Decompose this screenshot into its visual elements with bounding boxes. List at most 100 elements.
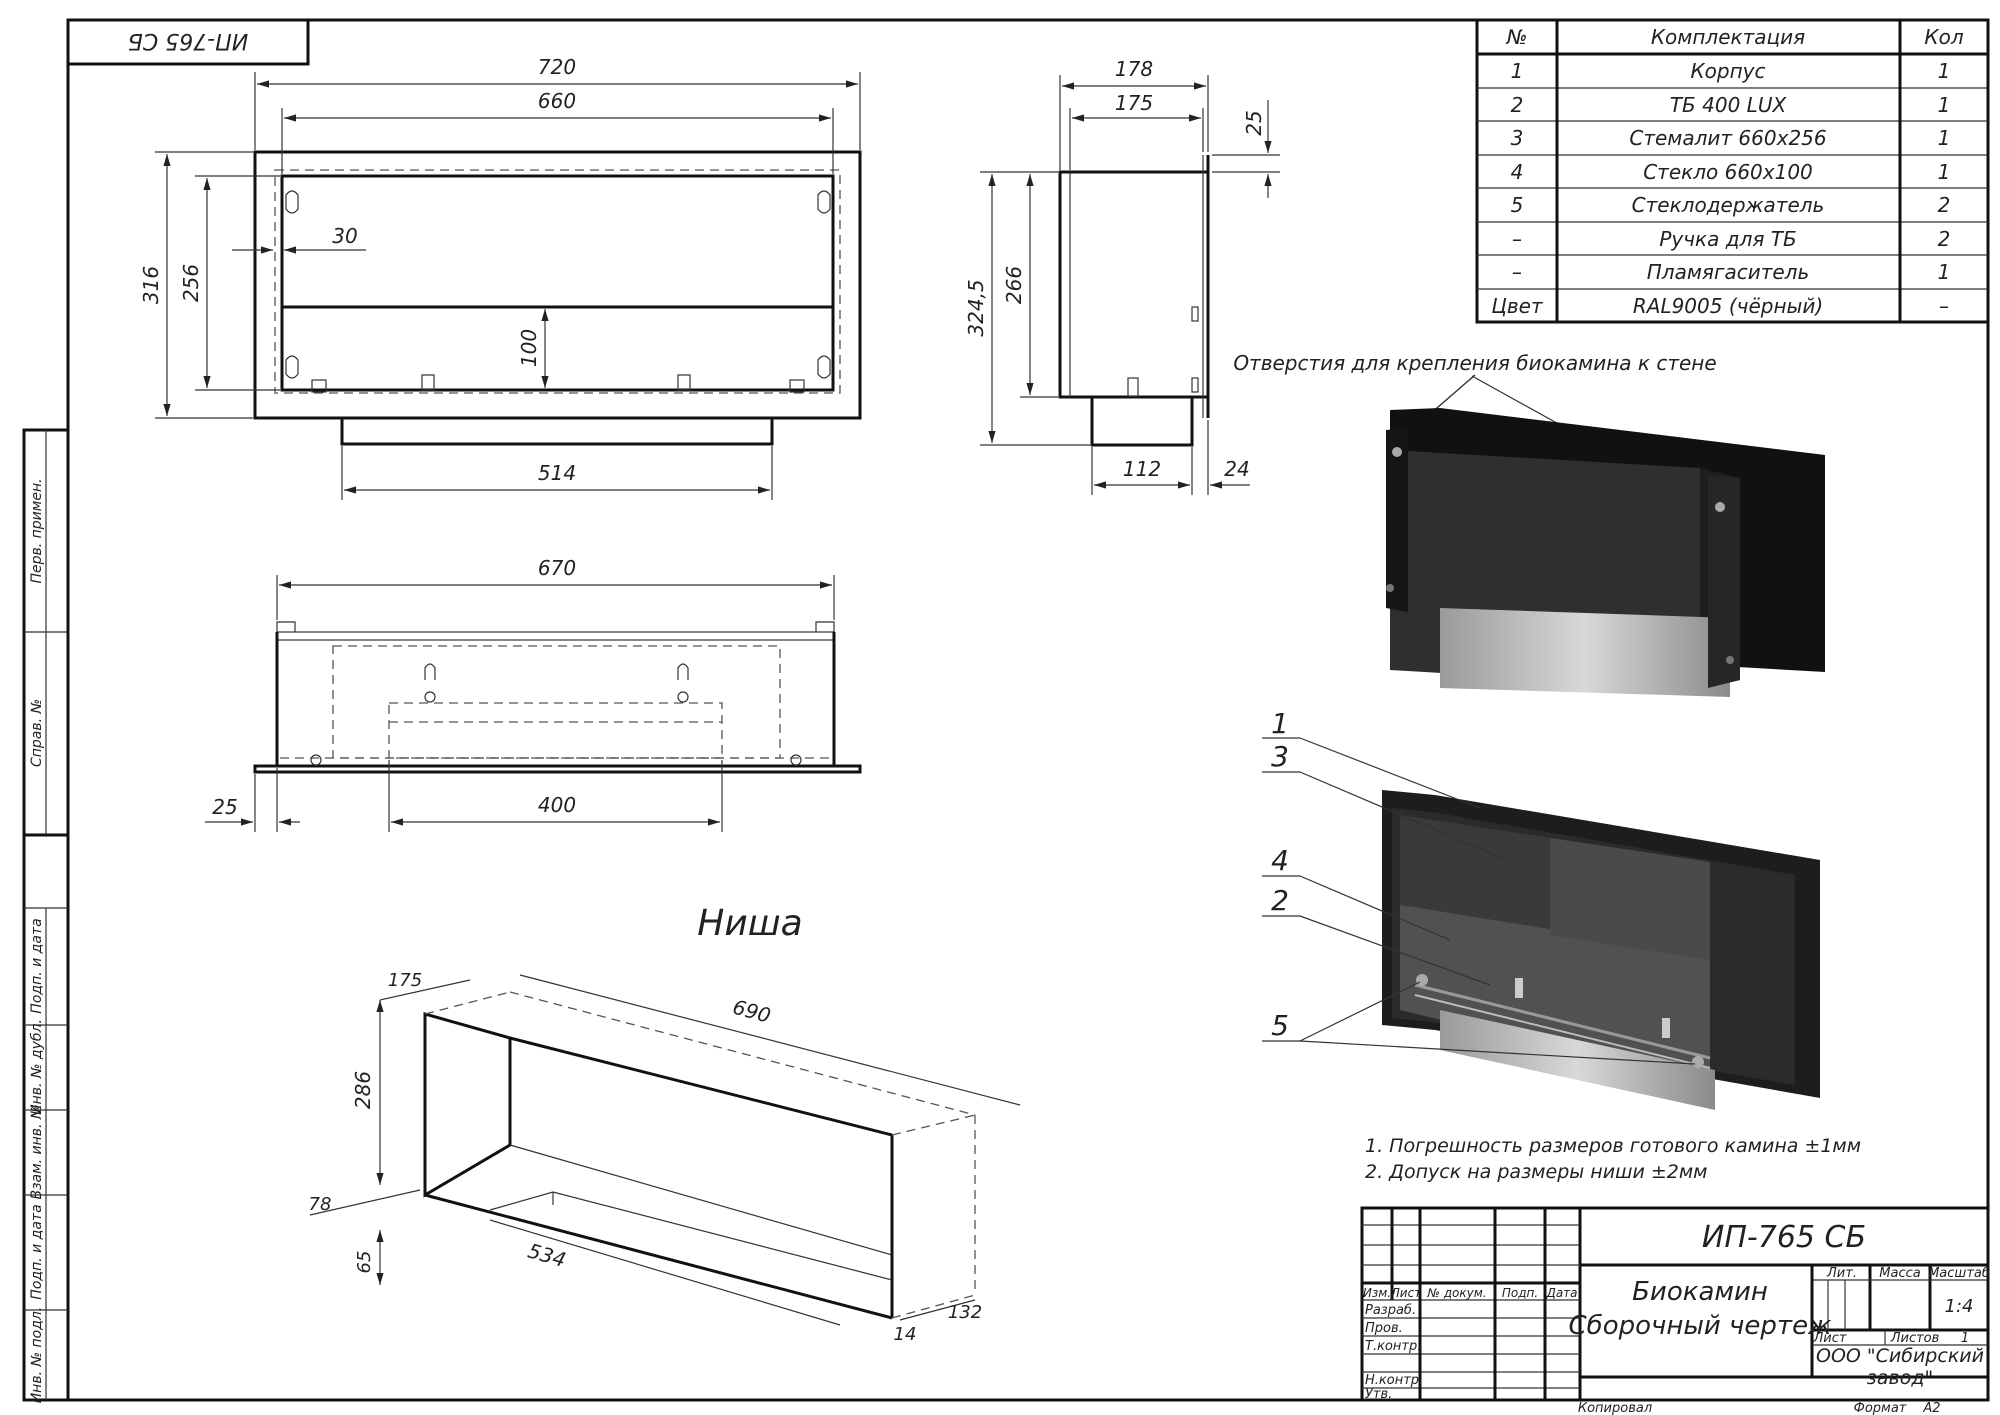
mass-label: Масса	[1879, 1266, 1920, 1281]
spec-row-num: 5	[1511, 193, 1524, 217]
dim-266: 266	[1002, 266, 1026, 304]
top-stamp: ИП-765 СБ	[66, 18, 310, 66]
role-razrab: Разраб.	[1365, 1303, 1416, 1318]
spec-table	[1475, 18, 1990, 324]
col-doc: № докум.	[1426, 1286, 1486, 1300]
sheet-label: Лист	[1813, 1331, 1847, 1346]
spec-row-num: 2	[1511, 93, 1524, 117]
niche-dim-132: 132	[948, 1302, 982, 1323]
niche-view: Ниша 175 690 286 78 65 534 132 14	[309, 903, 1021, 1345]
format-label: Формат	[1854, 1401, 1907, 1415]
org-line-2: завод"	[1867, 1367, 1933, 1389]
callout-1: 1	[1271, 707, 1289, 740]
top-view: 670 25 400	[205, 556, 862, 832]
copied-label: Копировал	[1578, 1401, 1652, 1415]
spec-row-qty: 1	[1938, 126, 1951, 150]
render-back-view: Отверстия для крепления биокамина к стен…	[1233, 351, 1825, 697]
spec-row-num: Цвет	[1491, 294, 1544, 318]
strip-label-1: Перв. примен.	[29, 478, 45, 583]
spec-header-num: №	[1506, 25, 1528, 49]
role-tkontr: Т.контр.	[1365, 1339, 1421, 1354]
spec-row-num: 1	[1511, 59, 1524, 83]
spec-header-qty: Кол	[1924, 25, 1963, 49]
dim-660: 660	[538, 89, 576, 113]
strip-label-7: Инв. № подл.	[29, 1307, 45, 1404]
mount-hole-icon	[1715, 502, 1725, 512]
col-date: Дата	[1545, 1286, 1577, 1300]
format-value: А2	[1922, 1401, 1940, 1415]
mount-holes-label: Отверстия для крепления биокамина к стен…	[1233, 351, 1716, 375]
dim-178: 178	[1115, 57, 1153, 81]
spec-row-name: Пламягаситель	[1647, 260, 1809, 284]
spec-row-qty: –	[1939, 294, 1949, 318]
dim-720: 720	[538, 55, 576, 79]
niche-dim-65: 65	[354, 1251, 375, 1274]
dim-side-25: 25	[1242, 110, 1266, 135]
scale-label: Масштаб	[1928, 1266, 1990, 1281]
col-sign: Подп.	[1502, 1286, 1538, 1300]
title-name-2: Сборочный чертеж	[1569, 1311, 1833, 1341]
spec-row-num: –	[1512, 260, 1522, 284]
note-1: 1. Погрешность размеров готового камина …	[1365, 1135, 1861, 1157]
org-line-1: ООО "Сибирский	[1816, 1345, 1984, 1367]
title-block: ИП-765 СБ Биокамин Сборочный чертеж Изм.…	[1360, 1206, 1990, 1415]
spec-row-qty: 1	[1938, 93, 1951, 117]
dim-670: 670	[538, 556, 576, 580]
niche-dim-286: 286	[351, 1071, 375, 1109]
spec-header-name: Комплектация	[1651, 25, 1805, 49]
spec-row-num: 4	[1511, 160, 1524, 184]
strip-label-5: Взам. инв. №	[29, 1104, 45, 1199]
top-stamp-text: ИП-765 СБ	[128, 28, 248, 53]
spec-row-name: ТБ 400 LUX	[1670, 93, 1788, 117]
spec-row-qty: 2	[1938, 193, 1951, 217]
dim-316: 316	[139, 266, 163, 304]
spec-row-name: Стекло 660х100	[1643, 160, 1813, 184]
scale-value: 1:4	[1945, 1296, 1974, 1317]
dim-256: 256	[179, 264, 203, 302]
front-view: 720 660 316 256 30 100 514	[139, 55, 862, 500]
spec-row-name: Ручка для ТБ	[1659, 227, 1796, 251]
strip-label-3: Подп. и дата	[29, 918, 45, 1013]
note-2: 2. Допуск на размеры ниши ±2мм	[1365, 1161, 1708, 1183]
niche-title: Ниша	[697, 903, 802, 944]
callout-2: 2	[1271, 884, 1289, 917]
role-nkontr: Н.контр.	[1365, 1373, 1423, 1388]
dim-100: 100	[517, 329, 541, 367]
render-front-view: 1 3 4 2 5	[1262, 707, 1820, 1110]
callout-5: 5	[1271, 1009, 1289, 1042]
mount-hole-icon	[1392, 447, 1402, 457]
niche-dim-534: 534	[525, 1238, 568, 1272]
dim-514: 514	[538, 461, 576, 485]
sheets-label: Листов	[1890, 1331, 1940, 1346]
side-view: 178 175 25 324,5 266 112 24	[964, 57, 1280, 495]
callout-3: 3	[1271, 740, 1289, 773]
col-list: Лист	[1390, 1286, 1422, 1300]
spec-row-name: RAL9005 (чёрный)	[1633, 294, 1823, 318]
strip-label-4: Инв. № дубл.	[29, 1019, 45, 1115]
title-designation: ИП-765 СБ	[1702, 1220, 1866, 1255]
title-name-1: Биокамин	[1632, 1277, 1768, 1307]
role-prov: Пров.	[1365, 1321, 1403, 1336]
dim-24: 24	[1224, 457, 1249, 481]
callout-4: 4	[1271, 844, 1289, 877]
dim-30: 30	[332, 224, 357, 248]
spec-row-qty: 1	[1938, 59, 1951, 83]
spec-row-name: Корпус	[1690, 59, 1765, 83]
notes: 1. Погрешность размеров готового камина …	[1365, 1135, 1861, 1183]
spec-row-name: Стеклодержатель	[1632, 193, 1825, 217]
lit-label: Лит.	[1826, 1266, 1857, 1281]
dim-175: 175	[1115, 91, 1153, 115]
spec-row-num: –	[1512, 227, 1522, 251]
role-utv: Утв.	[1365, 1387, 1392, 1402]
dim-400: 400	[538, 793, 576, 817]
side-strip: Перв. примен. Справ. № Подп. и дата Инв.…	[22, 428, 70, 1404]
dim-112: 112	[1123, 457, 1161, 481]
spec-row-qty: 2	[1938, 227, 1951, 251]
spec-row-qty: 1	[1938, 260, 1951, 284]
niche-dim-175: 175	[388, 970, 422, 991]
col-izm: Изм.	[1363, 1286, 1391, 1300]
niche-dim-14: 14	[894, 1324, 917, 1345]
spec-row-num: 3	[1511, 126, 1524, 150]
sheets-count: 1	[1961, 1331, 1969, 1346]
